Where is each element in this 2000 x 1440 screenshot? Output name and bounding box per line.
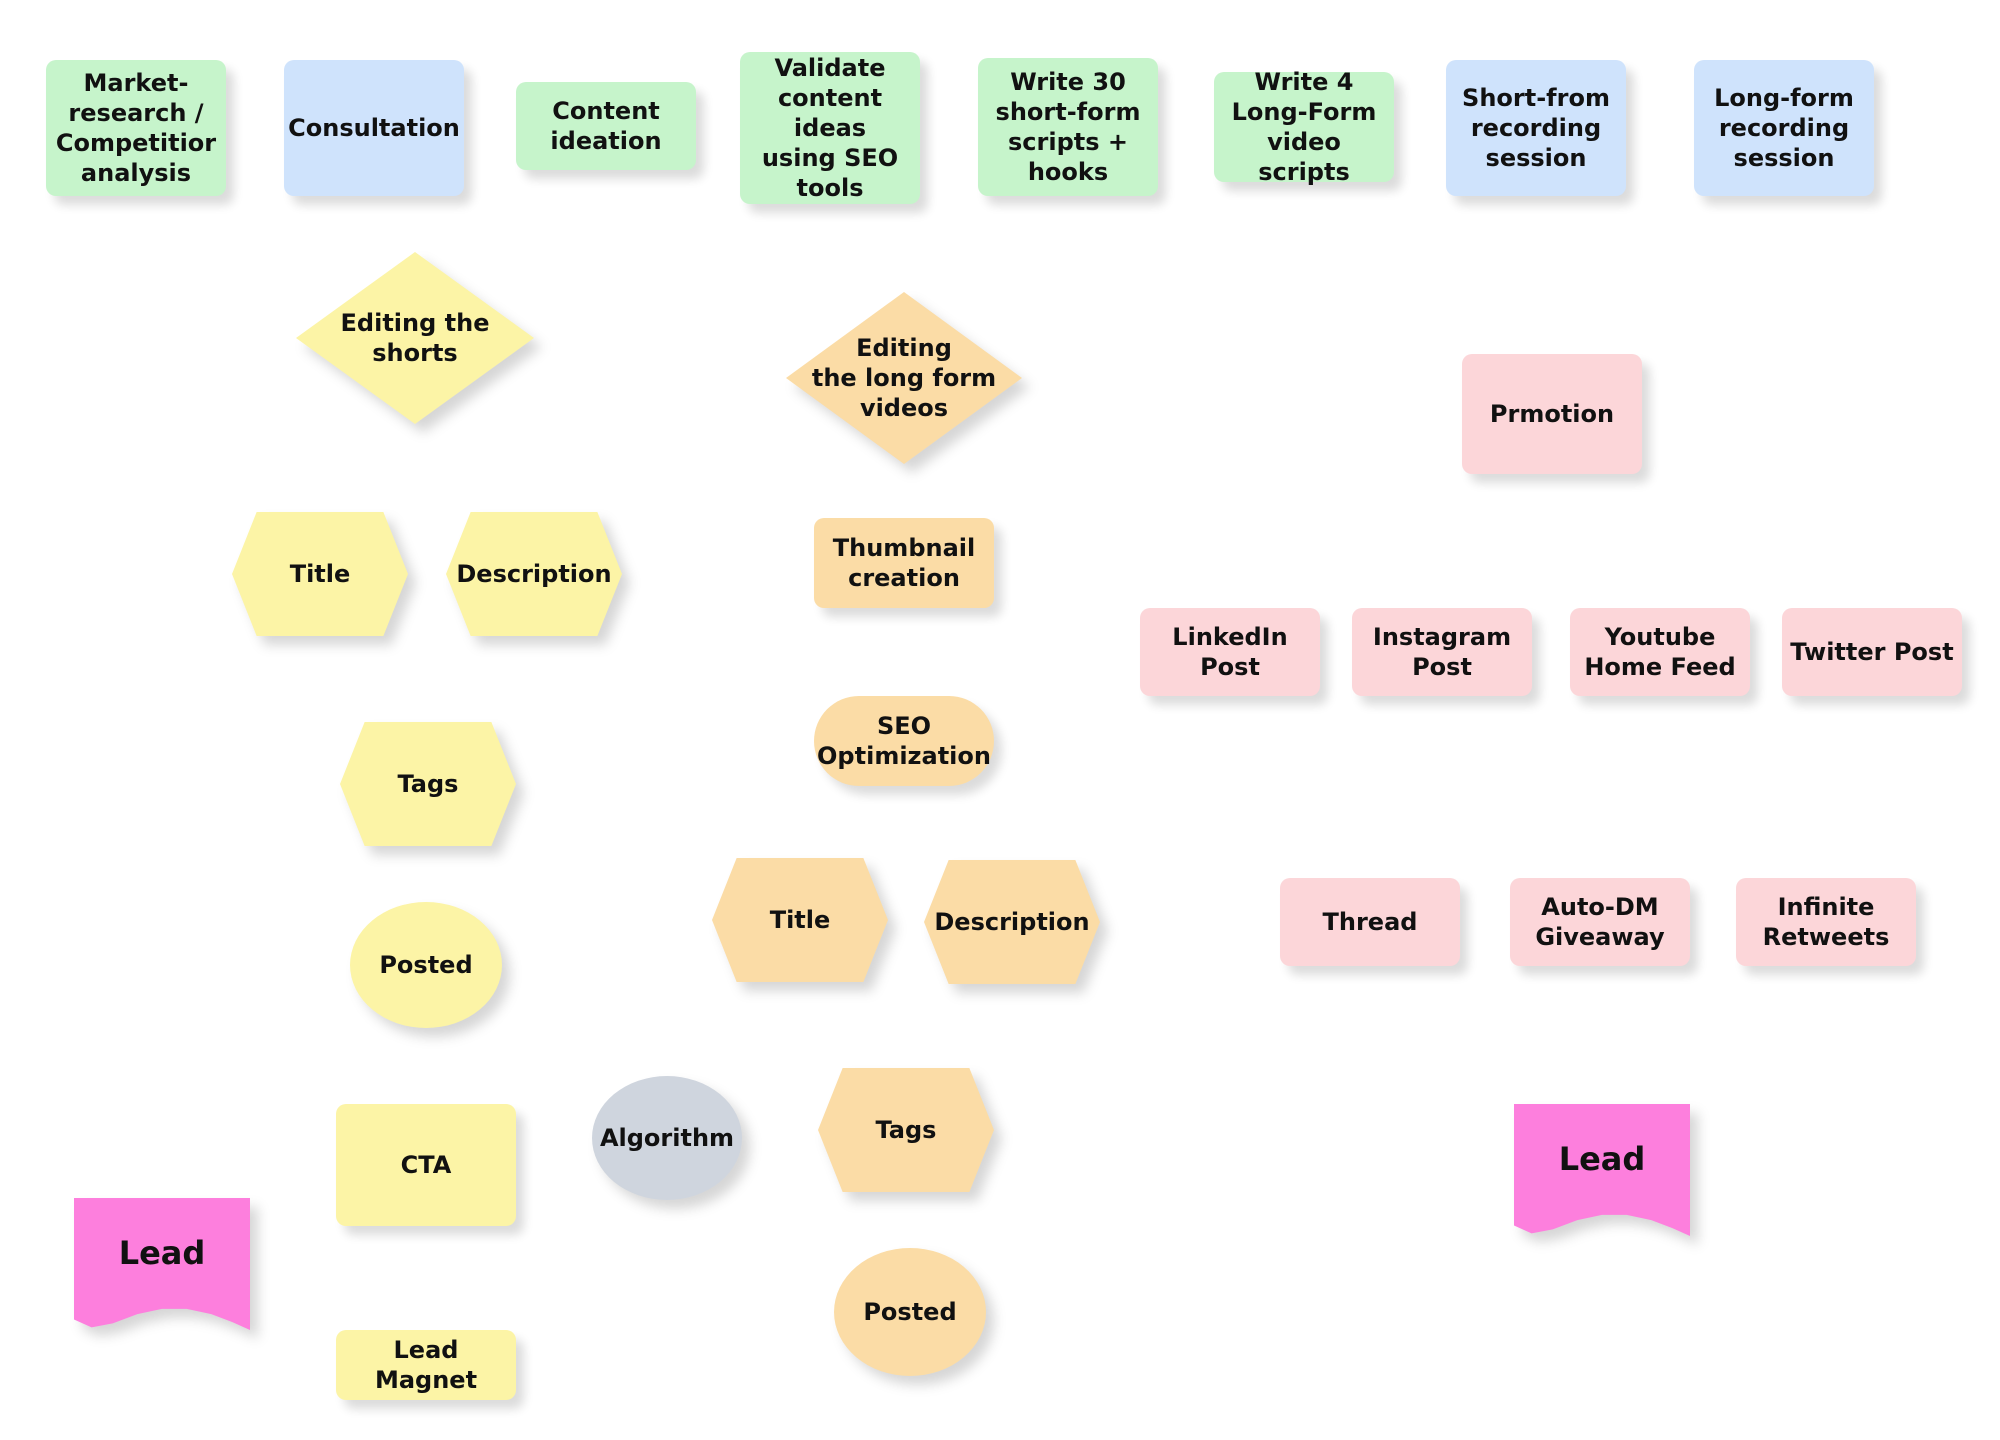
validate-ideas-node[interactable]: Validate content ideas using SEO tools	[740, 52, 920, 204]
promotion-label: Prmotion	[1489, 400, 1615, 428]
write-4-label: Write 4 Long-Form video scripts	[1231, 68, 1377, 186]
cta-label: CTA	[400, 1151, 452, 1179]
long-posted-label: Posted	[863, 1298, 957, 1326]
long-tags-label: Tags	[875, 1116, 937, 1144]
short-recording-label: Short-from recording session	[1462, 84, 1610, 172]
long-tags-node[interactable]: Tags	[818, 1068, 994, 1192]
infinite-retweets-node[interactable]: Infinite Retweets	[1736, 878, 1916, 966]
editing-shorts-node[interactable]: Editing the shorts	[296, 252, 534, 424]
auto-dm-label: Auto-DM Giveaway	[1535, 893, 1665, 951]
short-description-node[interactable]: Description	[446, 512, 622, 636]
consultation-label: Consultation	[288, 114, 460, 142]
editing-shorts-label: Editing the shorts	[340, 309, 490, 367]
auto-dm-node[interactable]: Auto-DM Giveaway	[1510, 878, 1690, 966]
short-tags-label: Tags	[397, 770, 459, 798]
short-title-node[interactable]: Title	[232, 512, 408, 636]
linkedin-node[interactable]: LinkedIn Post	[1140, 608, 1320, 696]
short-description-label: Description	[456, 560, 612, 588]
short-tags-node[interactable]: Tags	[340, 722, 516, 846]
thread-node[interactable]: Thread	[1280, 878, 1460, 966]
market-research-node[interactable]: Market- research / Competitior analysis	[46, 60, 226, 196]
editing-long-label: Editing the long form videos	[811, 334, 997, 422]
long-recording-node[interactable]: Long-form recording session	[1694, 60, 1874, 196]
youtube-feed-label: Youtube Home Feed	[1584, 623, 1736, 681]
write-30-label: Write 30 short-form scripts + hooks	[995, 68, 1141, 186]
youtube-feed-node[interactable]: Youtube Home Feed	[1570, 608, 1750, 696]
editing-long-node[interactable]: Editing the long form videos	[786, 292, 1022, 464]
promotion-node[interactable]: Prmotion	[1462, 354, 1642, 474]
short-title-label: Title	[289, 560, 351, 588]
lead-left-label: Lead	[118, 1234, 206, 1272]
algorithm-node[interactable]: Algorithm	[592, 1076, 742, 1200]
algorithm-label: Algorithm	[599, 1124, 735, 1152]
lead-left-node[interactable]: Lead	[74, 1198, 250, 1330]
instagram-label: Instagram Post	[1372, 623, 1512, 681]
market-research-label: Market- research / Competitior analysis	[55, 69, 217, 187]
lead-right-label: Lead	[1558, 1140, 1646, 1178]
short-recording-node[interactable]: Short-from recording session	[1446, 60, 1626, 196]
long-description-label: Description	[934, 908, 1090, 936]
lead-magnet-node[interactable]: Lead Magnet	[336, 1330, 516, 1400]
write-30-node[interactable]: Write 30 short-form scripts + hooks	[978, 58, 1158, 196]
seo-label: SEO Optimization	[817, 712, 991, 770]
linkedin-label: LinkedIn Post	[1172, 623, 1288, 681]
thumbnail-label: Thumbnail creation	[832, 534, 976, 592]
content-ideation-node[interactable]: Content ideation	[516, 82, 696, 170]
thumbnail-node[interactable]: Thumbnail creation	[814, 518, 994, 608]
content-ideation-label: Content ideation	[550, 97, 662, 155]
infinite-retweets-label: Infinite Retweets	[1762, 893, 1890, 951]
instagram-node[interactable]: Instagram Post	[1352, 608, 1532, 696]
short-posted-node[interactable]: Posted	[350, 902, 502, 1028]
thread-label: Thread	[1322, 908, 1418, 936]
consultation-node[interactable]: Consultation	[284, 60, 464, 196]
lead-magnet-label: Lead Magnet	[374, 1336, 478, 1394]
long-description-node[interactable]: Description	[924, 860, 1100, 984]
short-posted-label: Posted	[379, 951, 473, 979]
long-title-node[interactable]: Title	[712, 858, 888, 982]
seo-node[interactable]: SEO Optimization	[814, 696, 994, 786]
twitter-node[interactable]: Twitter Post	[1782, 608, 1962, 696]
twitter-label: Twitter Post	[1790, 638, 1954, 666]
long-posted-node[interactable]: Posted	[834, 1248, 986, 1376]
long-recording-label: Long-form recording session	[1714, 84, 1854, 172]
cta-node[interactable]: CTA	[336, 1104, 516, 1226]
validate-ideas-label: Validate content ideas using SEO tools	[761, 54, 899, 202]
long-title-label: Title	[769, 906, 831, 934]
write-4-node[interactable]: Write 4 Long-Form video scripts	[1214, 68, 1394, 186]
lead-right-node[interactable]: Lead	[1514, 1104, 1690, 1236]
